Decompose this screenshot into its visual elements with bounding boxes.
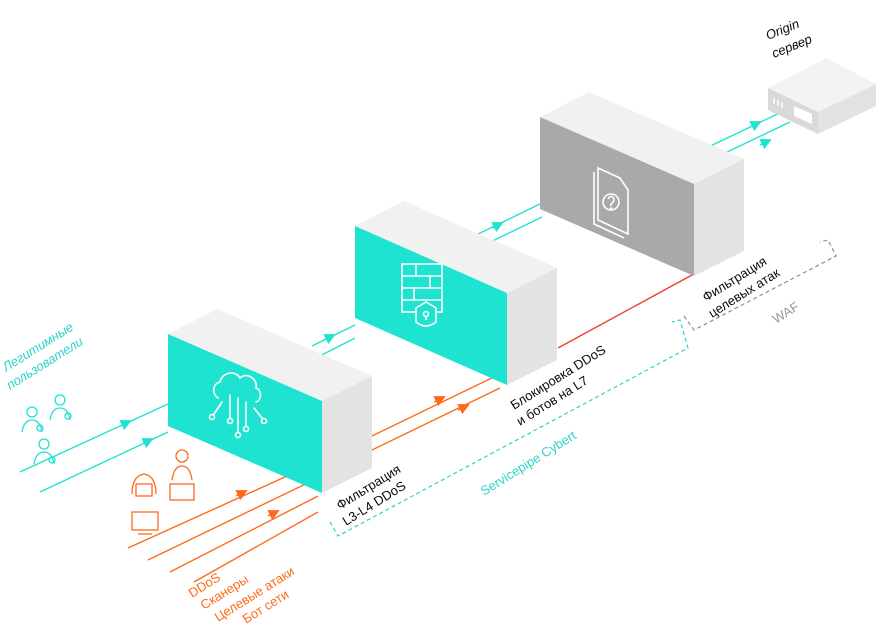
cybert-group-label: Servicepipe Cybert (478, 427, 579, 498)
blocked-l7-line (557, 274, 693, 349)
hacker-icon (131, 449, 195, 535)
firewall-lock-icon (401, 263, 443, 327)
legit-traffic-arrows (119, 121, 772, 449)
user-check-icon (21, 394, 72, 465)
server-icon (768, 58, 876, 134)
cybert-group-bracket (329, 319, 689, 537)
block-l3-l4 (168, 309, 372, 493)
cloud-network-icon (208, 372, 268, 439)
attack-traffic-arrows (235, 396, 470, 521)
block-l7 (355, 201, 557, 385)
block-waf (540, 92, 744, 276)
document-question-icon (593, 166, 629, 239)
waf-group-bracket (683, 239, 837, 331)
waf-group-label: WAF (770, 299, 802, 327)
